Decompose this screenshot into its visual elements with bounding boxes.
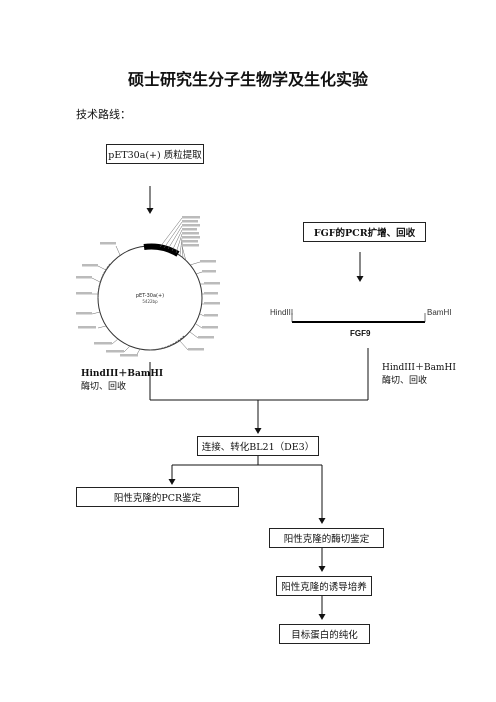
induction-box: 阳性克隆的诱导培养	[276, 576, 372, 596]
plasmid-extraction-box: pET30a(+) 质粒提取	[106, 144, 204, 164]
plasmid-name: pET-30a(+)	[136, 293, 164, 299]
left-digest-label: HindIII＋BamHI 酶切、回收	[81, 368, 163, 394]
right-digest-enzymes: HindIII＋BamHI	[382, 363, 456, 373]
gene-left-site: HindIII	[270, 308, 294, 317]
left-digest-enzymes: HindIII＋BamHI	[81, 369, 164, 379]
fgf-pcr-box: FGF的PCR扩增、回收	[303, 222, 426, 242]
right-digest-label: HindIII＋BamHI 酶切、回收	[382, 362, 456, 388]
pcr-identification-box: 阳性克隆的PCR鉴定	[76, 487, 239, 507]
left-digest-action: 酶切、回收	[81, 382, 127, 392]
page-title: 硕士研究生分子生物学及生化实验	[127, 70, 368, 89]
gene-name: FGF9	[350, 329, 371, 338]
section-subtitle: 技术路线：	[76, 108, 131, 121]
enzyme-identification-box: 阳性克隆的酶切鉴定	[269, 528, 384, 548]
plasmid-size: 5422bp	[142, 299, 158, 304]
ligation-box: 连接、转化BL21（DE3）	[197, 436, 319, 456]
right-digest-action: 酶切、回收	[382, 376, 428, 386]
purification-box: 目标蛋白的纯化	[279, 624, 370, 644]
plasmid-map	[76, 216, 220, 357]
gene-right-site: BamHI	[427, 308, 452, 317]
